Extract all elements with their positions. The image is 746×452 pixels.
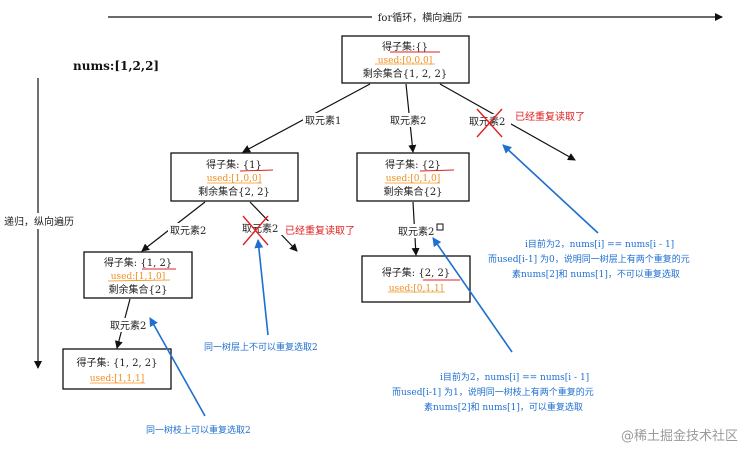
node-subset-1-remaining: 剩余集合{2, 2} xyxy=(198,185,270,198)
node-subset-2-remaining: 剩余集合{2} xyxy=(383,185,442,198)
edge-label-take-2-duplicate: 取元素2 xyxy=(469,115,505,128)
note-same-branch: 同一树枝上可以重复选取2 xyxy=(146,424,251,436)
edge-label-take-2-from-1: 取元素2 xyxy=(170,224,206,237)
note-right-line-3: 素nums[2]和 nums[1]，不可以重复选取 xyxy=(512,268,680,280)
note-same-layer: 同一树层上不可以重复选取2 xyxy=(204,341,318,353)
node-subset-1-2-2: 得子集: {1, 2, 2} used:[1,1,1] xyxy=(62,348,172,390)
node-subset-2-2-subset: 得子集: {2, 2} xyxy=(382,266,450,279)
node-subset-1: 得子集: {1} used:[1,0,0] 剩余集合{2, 2} xyxy=(170,152,299,202)
node-subset-1-2-remaining: 剩余集合{2} xyxy=(108,283,167,296)
node-subset-1-used: used:[1,0,0] xyxy=(207,174,261,184)
nums-label: nums:[1,2,2] xyxy=(73,59,159,73)
top-axis-label: for循环，横向遍历 xyxy=(378,11,463,24)
node-subset-2-2-used: used:[0,1,1] xyxy=(389,284,443,294)
node-subset-2: 得子集: {2} used:[0,1,0] 剩余集合{2} xyxy=(356,152,470,202)
pointer-bottom-note xyxy=(432,237,513,353)
node-subset-1-2-2-used: used:[1,1,1] xyxy=(90,374,144,384)
edge-label-take-2-from-2: 取元素2 xyxy=(398,225,434,238)
pointer-right-note xyxy=(502,144,599,234)
left-axis-label: 递归，纵向遍历 xyxy=(4,215,74,228)
selection-handle xyxy=(436,223,444,231)
note-bottom-line-2: 而used[i-1] 为1，说明同一树枝上有两个重复的元 xyxy=(392,386,594,398)
edge-label-take-2-from-1-2: 取元素2 xyxy=(110,319,146,332)
note-bottom-line-1: i目前为2，nums[i] == nums[i - 1] xyxy=(440,371,589,383)
node-subset-2-2: 得子集: {2, 2} used:[0,1,1] xyxy=(361,255,471,303)
node-subset-1-2-used: used:[1,1,0] xyxy=(111,272,165,282)
edge-label-take-1: 取元素1 xyxy=(305,114,341,127)
node-subset-1-2-subset: 得子集: {1, 2} xyxy=(104,256,172,269)
watermark: @稀土掘金技术社区 xyxy=(621,428,738,444)
node-subset-2-subset: 得子集: {2} xyxy=(385,158,441,171)
node-subset-1-2: 得子集: {1, 2} used:[1,1,0] 剩余集合{2} xyxy=(83,251,193,299)
duplicate-note-top: 已经重复读取了 xyxy=(515,110,585,123)
edge-label-take-2: 取元素2 xyxy=(390,114,426,127)
node-root-subset: 得子集:{} xyxy=(382,40,428,53)
node-subset-1-2-2-subset: 得子集: {1, 2, 2} xyxy=(76,356,157,369)
pointer-same-branch xyxy=(149,317,206,417)
node-subset-1-subset: 得子集: {1} xyxy=(206,158,262,171)
cross-mark-icon xyxy=(242,215,269,246)
note-right-line-2: 而used[i-1] 为0，说明同一树层上有两个重复的元 xyxy=(488,253,690,265)
note-bottom-line-3: 素nums[2]和 nums[1]，可以重复选取 xyxy=(424,401,583,413)
node-root-used: used:[0,0,0] xyxy=(378,56,432,66)
duplicate-note-mid: 已经重复读取了 xyxy=(285,224,355,237)
node-subset-2-used: used:[0,1,0] xyxy=(386,174,440,184)
pointer-same-layer xyxy=(254,239,269,336)
node-root: 得子集:{} used:[0,0,0] 剩余集合{1, 2, 2} xyxy=(341,35,470,84)
edge-label-take-2-from-1-duplicate: 取元素2 xyxy=(242,222,278,235)
cross-mark-icon xyxy=(476,108,503,138)
node-root-remaining: 剩余集合{1, 2, 2} xyxy=(363,67,448,80)
note-right-line-1: i目前为2，nums[i] == nums[i - 1] xyxy=(525,238,674,250)
